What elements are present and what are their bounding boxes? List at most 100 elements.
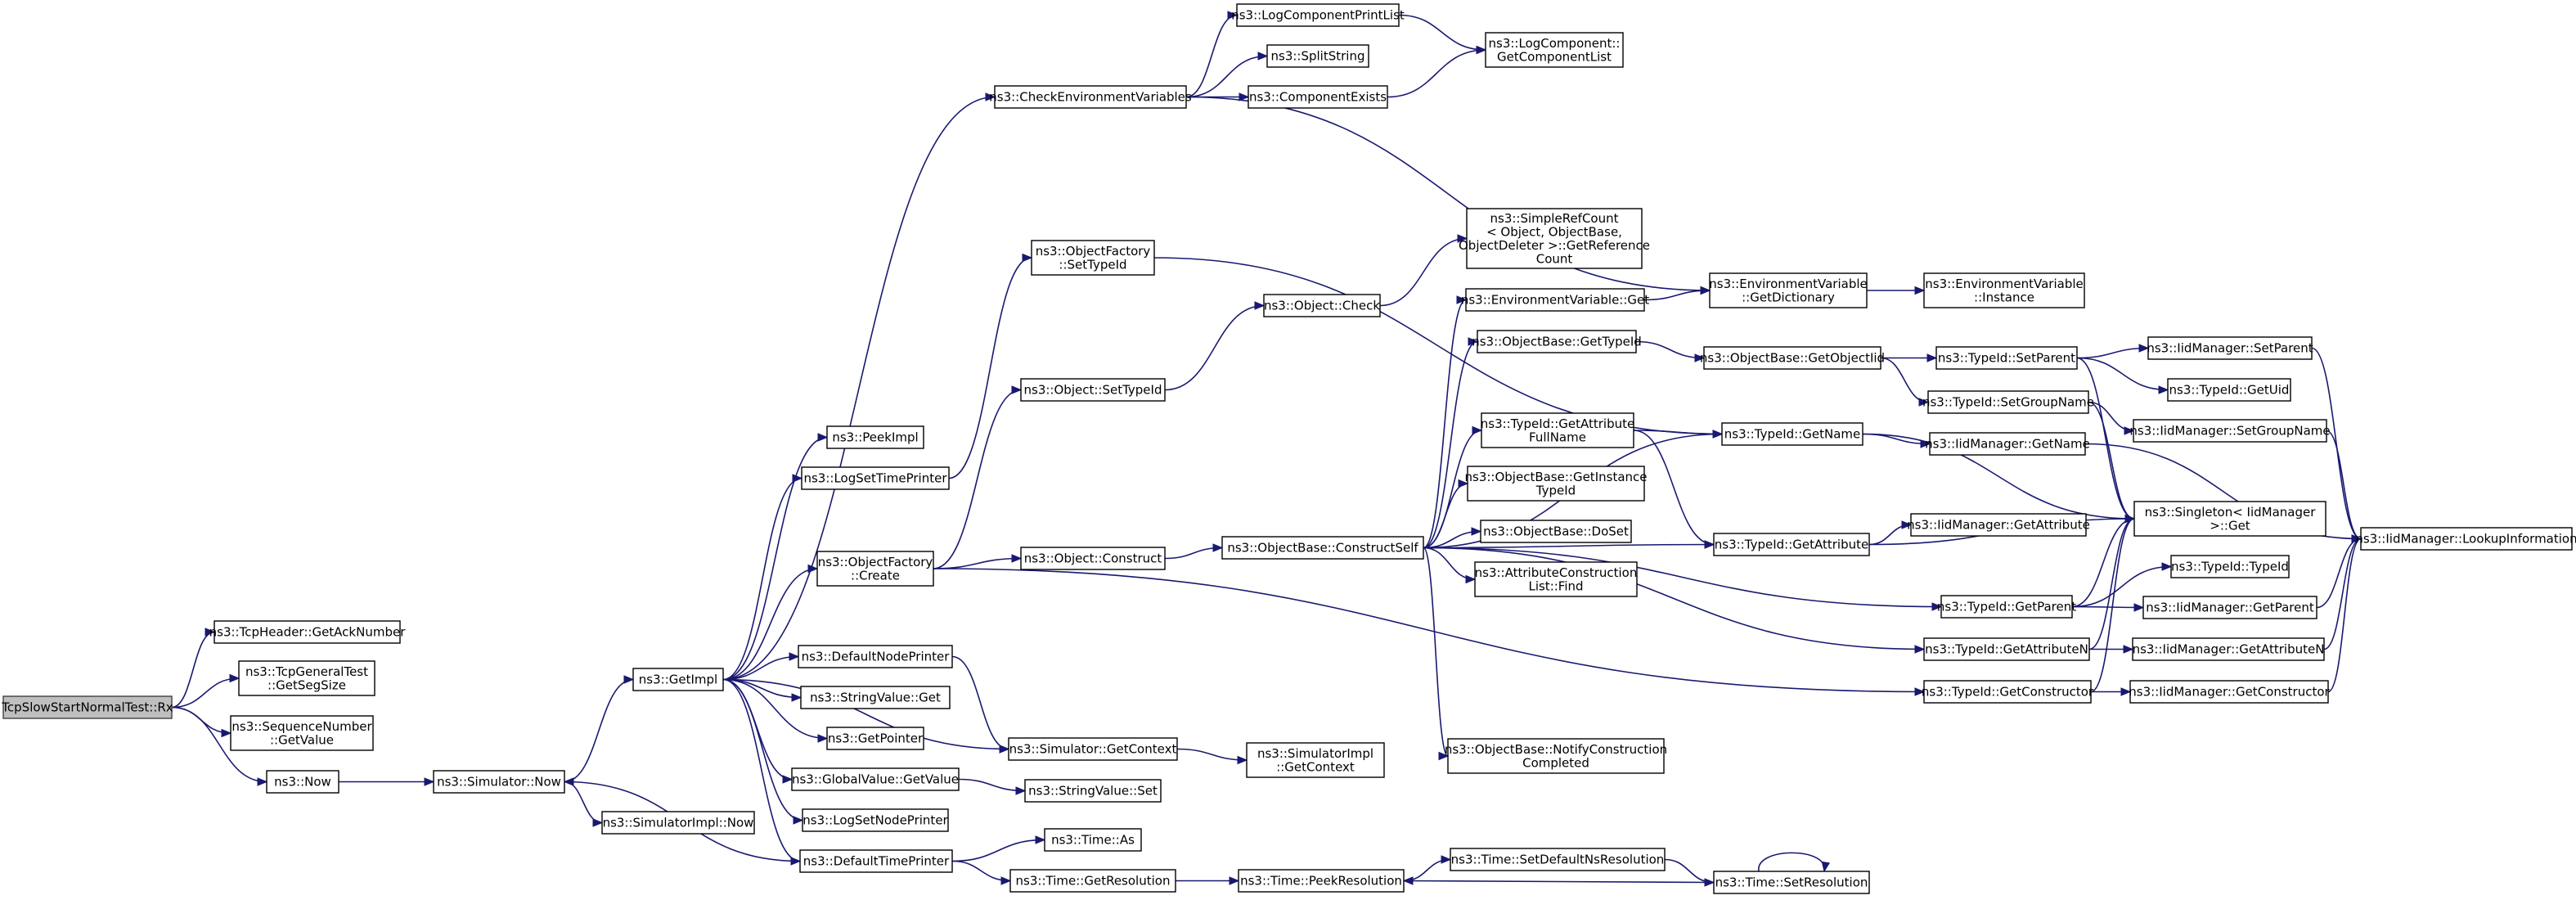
graph-edge-iidgetparent-to-iidlookupinfo — [2316, 534, 2362, 609]
edge-line — [933, 557, 1022, 569]
graph-node-logcompgetlist[interactable]: ns3::LogComponent::GetComponentList — [1485, 32, 1624, 68]
graph-node-timesetdefaultns[interactable]: ns3::Time::SetDefaultNsResolution — [1450, 848, 1666, 871]
edge-arrowhead — [1441, 855, 1452, 864]
graph-edge-timepeekres-to-timesetdefaultns — [1403, 855, 1452, 882]
graph-node-simimplgetctx[interactable]: ns3::SimulatorImpl::GetContext — [1246, 742, 1385, 778]
graph-node-checkenv[interactable]: ns3::CheckEnvironmentVariables — [989, 85, 1192, 109]
graph-node-envvargetdict[interactable]: ns3::EnvironmentVariable::GetDictionary — [1709, 272, 1868, 308]
graph-node-objcheck[interactable]: ns3::Object::Check — [1263, 294, 1381, 317]
graph-node-objbaseconstructself[interactable]: ns3::ObjectBase::ConstructSelf — [1221, 536, 1424, 560]
node-box — [791, 767, 960, 791]
graph-node-iidgetname[interactable]: ns3::IidManager::GetName — [1925, 432, 2090, 456]
edge-line — [1423, 547, 1449, 757]
graph-node-getack[interactable]: ns3::TcpHeader::GetAckNumber — [209, 620, 407, 644]
graph-node-simgetcontext[interactable]: ns3::Simulator::GetContext — [1008, 737, 1178, 761]
graph-node-typeidgetattribute[interactable]: ns3::TypeId::GetAttribute — [1713, 533, 1870, 556]
graph-node-iidlookupinfo[interactable]: ns3::IidManager::LookupInformation — [2355, 527, 2576, 551]
graph-node-getimpl[interactable]: ns3::GetImpl — [632, 668, 724, 691]
graph-node-splitstring[interactable]: ns3::SplitString — [1266, 44, 1369, 68]
graph-node-iidsetparent[interactable]: ns3::IidManager::SetParent — [2147, 336, 2313, 360]
graph-node-objbasenotify[interactable]: ns3::ObjectBase::NotifyConstructionCompl… — [1445, 738, 1667, 774]
node-label: ::GetValue — [270, 732, 334, 747]
graph-node-simnow[interactable]: ns3::Simulator::Now — [433, 770, 565, 794]
edge-arrowhead — [1471, 527, 1482, 536]
graph-node-singletonget[interactable]: ns3::Singleton< IidManager>::Get — [2133, 501, 2326, 537]
edge-line — [1423, 547, 1942, 608]
graph-node-typeidgetparent[interactable]: ns3::TypeId::GetParent — [1937, 595, 2076, 619]
node-box — [1713, 871, 1870, 894]
graph-node-timepeekres[interactable]: ns3::Time::PeekResolution — [1238, 869, 1405, 893]
graph-node-objbasegettypeid[interactable]: ns3::ObjectBase::GetTypeId — [1472, 330, 1642, 353]
graph-node-now[interactable]: ns3::Now — [266, 770, 339, 794]
graph-node-envvarinstance[interactable]: ns3::EnvironmentVariable::Instance — [1923, 272, 2085, 308]
graph-node-objconstruct[interactable]: ns3::Object::Construct — [1020, 547, 1166, 570]
edge-arrowhead — [1694, 353, 1706, 362]
graph-node-typeidgetname[interactable]: ns3::TypeId::GetName — [1721, 422, 1863, 446]
graph-node-iidgetconstructor[interactable]: ns3::IidManager::GetConstructor — [2129, 680, 2331, 704]
graph-node-logcompprintlist[interactable]: ns3::LogComponentPrintList — [1231, 3, 1405, 27]
graph-node-iidgetattributen[interactable]: ns3::IidManager::GetAttributeN — [2132, 637, 2325, 661]
node-label: ns3::TypeId::GetAttribute — [1481, 416, 1634, 431]
graph-node-ofsettypeid[interactable]: ns3::ObjectFactory::SetTypeId — [1031, 240, 1155, 276]
edge-arrowhead — [1212, 543, 1224, 552]
graph-node-timegetres[interactable]: ns3::Time::GetResolution — [1009, 869, 1176, 893]
graph-node-timeas[interactable]: ns3::Time::As — [1044, 828, 1142, 852]
graph-node-iidsetgroupname[interactable]: ns3::IidManager::SetGroupName — [2129, 419, 2331, 443]
graph-node-typeidsetparent[interactable]: ns3::TypeId::SetParent — [1935, 346, 2078, 370]
graph-node-getsegsize[interactable]: ns3::TcpGeneralTest::GetSegSize — [238, 660, 375, 696]
graph-node-typeidtypeid[interactable]: ns3::TypeId::TypeId — [2170, 555, 2290, 578]
edge-line — [1185, 55, 1268, 98]
node-label: ns3::IidManager::SetGroupName — [2129, 424, 2330, 439]
graph-node-objbasedoset[interactable]: ns3::ObjectBase::DoSet — [1480, 520, 1632, 543]
graph-node-getpointer[interactable]: ns3::GetPointer — [826, 727, 924, 750]
graph-node-objsettypeid[interactable]: ns3::Object::SetTypeId — [1020, 378, 1166, 402]
node-box — [214, 620, 401, 644]
node-label: ns3::DefaultTimePrinter — [803, 854, 950, 869]
graph-node-typeidgetuid[interactable]: ns3::TypeId::GetUid — [2167, 378, 2291, 402]
graph-node-simplerefcount[interactable]: ns3::SimpleRefCount< Object, ObjectBase,… — [1459, 208, 1650, 269]
edge-line — [1423, 543, 1715, 549]
node-box — [2129, 680, 2329, 704]
edge-line — [564, 678, 634, 783]
graph-node-seqgetvalue[interactable]: ns3::SequenceNumber::GetValue — [230, 715, 374, 751]
node-label: ns3::TcpGeneralTest — [245, 664, 368, 679]
graph-node-compexists[interactable]: ns3::ComponentExists — [1248, 85, 1388, 109]
graph-node-typeidgetconstructor[interactable]: ns3::TypeId::GetConstructor — [1922, 680, 2094, 704]
graph-node-peekimpl[interactable]: ns3::PeekImpl — [826, 425, 924, 449]
graph-node-strvalset[interactable]: ns3::StringValue::Set — [1024, 779, 1162, 803]
graph-node-simimplnow[interactable]: ns3::SimulatorImpl::Now — [601, 811, 755, 835]
edge-line — [171, 677, 240, 709]
node-box — [816, 551, 934, 587]
graph-node-defaulttimeprinter[interactable]: ns3::DefaultTimePrinter — [799, 849, 953, 873]
node-box — [1940, 595, 2073, 619]
node-box — [1927, 390, 2089, 414]
graph-edge-typeidgetattrfullname-to-typeidgetattribute — [1633, 430, 1715, 549]
graph-node-logsetnodeprinter[interactable]: ns3::LogSetNodePrinter — [802, 808, 949, 832]
graph-node-envvarget[interactable]: ns3::EnvironmentVariable::Get — [1461, 288, 1649, 312]
graph-node-rx[interactable]: TcpSlowStartNormalTest::Rx — [1, 695, 173, 719]
graph-node-typeidsetgroupname[interactable]: ns3::TypeId::SetGroupName — [1922, 390, 2094, 414]
graph-node-iidgetattribute[interactable]: ns3::IidManager::GetAttribute — [1907, 513, 2090, 537]
graph-edge-typeidsetparent-to-iidsetparent — [2076, 344, 2150, 359]
graph-node-strvalget[interactable]: ns3::StringValue::Get — [800, 686, 951, 709]
node-label: GetComponentList — [1497, 49, 1612, 64]
edge-arrowhead — [1456, 295, 1468, 304]
node-label: ns3::TypeId::SetGroupName — [1922, 395, 2094, 410]
node-label: ns3::AttributeConstruction — [1475, 565, 1638, 580]
graph-node-objbasegetobjectiid[interactable]: ns3::ObjectBase::GetObjectIid — [1700, 346, 1885, 370]
graph-node-timesetres[interactable]: ns3::Time::SetResolution — [1713, 871, 1870, 894]
edge-line — [2323, 538, 2362, 650]
graph-node-iidgetparent[interactable]: ns3::IidManager::GetParent — [2142, 596, 2318, 619]
edge-arrowhead — [1237, 755, 1248, 765]
graph-node-logsettimeprinter[interactable]: ns3::LogSetTimePrinter — [801, 466, 950, 490]
graph-node-typeidgetattributen[interactable]: ns3::TypeId::GetAttributeN — [1923, 637, 2090, 661]
node-box — [1024, 779, 1162, 803]
graph-node-defaultnodeprinter[interactable]: ns3::DefaultNodePrinter — [798, 645, 953, 668]
graph-node-ofcreate[interactable]: ns3::ObjectFactory::Create — [816, 551, 934, 587]
graph-node-gvgetvalue[interactable]: ns3::GlobalValue::GetValue — [791, 767, 960, 791]
node-label: Count — [1536, 251, 1573, 266]
